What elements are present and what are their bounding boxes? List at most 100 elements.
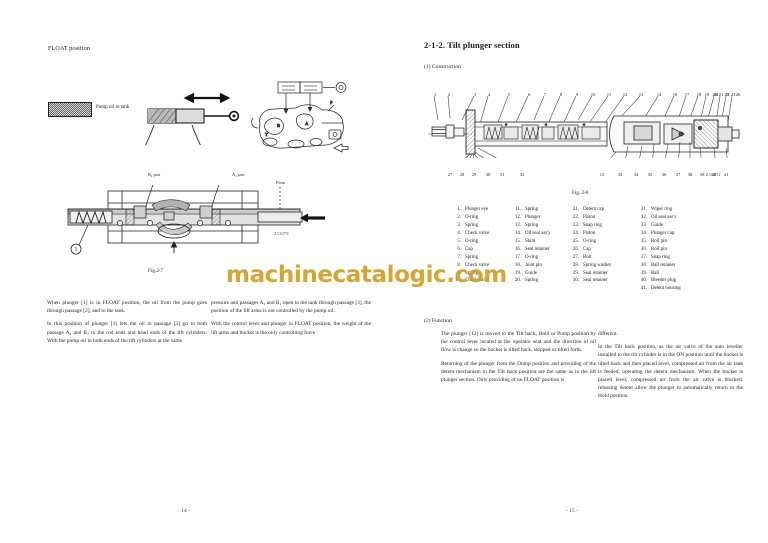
- part-name: Bleeder plug: [651, 278, 677, 284]
- parts-item: 37. Snap ring: [634, 254, 702, 262]
- float-label: Float: [276, 180, 285, 185]
- pump-oil-legend-label: Pump oil to tank: [96, 105, 130, 110]
- svg-text:32: 32: [520, 172, 525, 177]
- part-number: 7.: [457, 254, 461, 260]
- part-number: 33.: [640, 222, 647, 228]
- part-number: 35.: [640, 238, 647, 244]
- part-name: Check valve: [465, 262, 490, 268]
- part-number: 37.: [640, 254, 647, 260]
- svg-text:40: 40: [712, 172, 717, 177]
- part-number: 4.: [457, 230, 461, 236]
- a2-port-label: A₂ port: [232, 172, 245, 177]
- part-number: 22.: [572, 214, 579, 220]
- parts-item: 4.Check valve: [448, 230, 508, 238]
- part-number: 1.: [457, 207, 461, 212]
- part-name: Oil seal ass'y: [525, 230, 551, 236]
- float-cross-section-drawing: 1: [60, 185, 310, 257]
- part-name: Cap: [583, 246, 591, 252]
- svg-text:28: 28: [460, 172, 465, 177]
- part-name: Check valve: [465, 278, 490, 284]
- function-paragraph-4: In the Tilt back position, as the air va…: [598, 344, 743, 400]
- part-name: Seal retainer: [583, 270, 608, 276]
- part-number: 40.: [640, 278, 647, 284]
- parts-column-3: 21.Detent cap 22.Piston 23.Snap ring 24.…: [566, 206, 634, 293]
- parts-item: 25.O-ring: [566, 238, 634, 246]
- parts-item: 20.Spring: [508, 277, 566, 285]
- section-title: 2-1-2. Tilt plunger section: [424, 40, 520, 50]
- part-name: Snap ring: [583, 222, 602, 228]
- part-number: 29.: [572, 270, 579, 276]
- svg-text:13: 13: [639, 92, 644, 97]
- float-paragraph-4: With the control lever and plunger in FL…: [211, 321, 371, 336]
- part-number: 41.: [640, 286, 647, 292]
- b2-port-label: B₂ port: [148, 172, 161, 177]
- svg-text:22: 22: [725, 92, 730, 97]
- float-text-column-right: pressure and passages A₂ and B₂ open to …: [211, 299, 371, 342]
- svg-text:38: 38: [688, 172, 693, 177]
- subsection-construction: (1) Construction: [424, 64, 461, 70]
- svg-text:18: 18: [697, 92, 702, 97]
- parts-column-1: 1.Plunger eye 2.O-ring 3.Spring 4.Check …: [448, 206, 508, 293]
- left-figure-caption: Fig.2-7: [148, 268, 164, 274]
- valve-body-illustration: B A T P: [250, 78, 355, 156]
- part-number: 21.: [572, 207, 579, 212]
- svg-text:6: 6: [528, 92, 531, 97]
- function-paragraph-2: Returning of the plunger from the Dump p…: [441, 360, 596, 384]
- parts-item: 16.Seal retainer: [508, 246, 566, 254]
- parts-item: 6.Cap: [448, 246, 508, 254]
- parts-list: 1.Plunger eye 2.O-ring 3.Spring 4.Check …: [448, 206, 702, 293]
- parts-item: 17.O-ring: [508, 254, 566, 262]
- part-name: Spring: [525, 278, 539, 284]
- part-number: 5.: [457, 238, 461, 244]
- svg-text:31: 31: [500, 172, 505, 177]
- part-number: 12.: [514, 214, 521, 220]
- function-paragraph-3: different.: [598, 331, 618, 337]
- part-number: 25.: [572, 238, 579, 244]
- part-number: 15.: [514, 238, 521, 244]
- svg-text:9: 9: [576, 92, 579, 97]
- parts-item: 14. Oil seal ass'y: [508, 230, 566, 238]
- part-name: Piston: [583, 230, 596, 236]
- svg-text:23: 23: [731, 92, 736, 97]
- svg-text:25: 25: [725, 92, 730, 97]
- parts-item: 39.Ball: [634, 270, 702, 278]
- part-name: Snap ring: [651, 254, 670, 260]
- part-name: Roll pin: [651, 246, 667, 252]
- svg-text:15: 15: [600, 172, 605, 177]
- svg-text:8: 8: [560, 92, 563, 97]
- part-name: O-ring: [465, 238, 479, 244]
- parts-item: 30.Seal retainer: [566, 277, 634, 285]
- svg-text:4: 4: [488, 92, 491, 97]
- svg-text:5: 5: [508, 92, 511, 97]
- parts-item: 2.O-ring: [448, 214, 508, 222]
- part-number: 3.: [457, 222, 461, 228]
- float-direction-arrow: [300, 212, 326, 224]
- parts-item: 21.Detent cap: [566, 206, 634, 214]
- parts-item: 22.Piston: [566, 214, 634, 222]
- part-number: 13.: [514, 222, 521, 228]
- float-paragraph-3: pressure and passages A₂ and B₂ open to …: [211, 300, 371, 315]
- parts-item: 19.Guide: [508, 270, 566, 278]
- part-number: 36.: [640, 246, 647, 252]
- svg-text:T: T: [265, 132, 268, 137]
- parts-item: 1.Plunger eye: [448, 206, 508, 214]
- part-name: Cap: [465, 246, 473, 252]
- part-name: Spring: [465, 222, 479, 228]
- svg-text:33: 33: [618, 172, 623, 177]
- svg-text:29: 29: [472, 172, 477, 177]
- parts-item: 13. Spring: [508, 222, 566, 230]
- svg-text:10: 10: [591, 92, 596, 97]
- part-name: Ball: [651, 270, 660, 276]
- part-number: 18.: [514, 262, 521, 268]
- svg-text:36: 36: [662, 172, 667, 177]
- right-figure-ref-code: Z10212: [706, 172, 721, 177]
- part-number: 14.: [514, 230, 521, 236]
- part-number: 34.: [640, 230, 647, 236]
- parts-item: 24.Piston: [566, 230, 634, 238]
- right-figure-caption: Fig. 2-8: [572, 190, 589, 196]
- part-name: Spring: [525, 222, 539, 228]
- svg-text:24: 24: [714, 92, 719, 97]
- parts-item: 35.Roll pin: [634, 238, 702, 246]
